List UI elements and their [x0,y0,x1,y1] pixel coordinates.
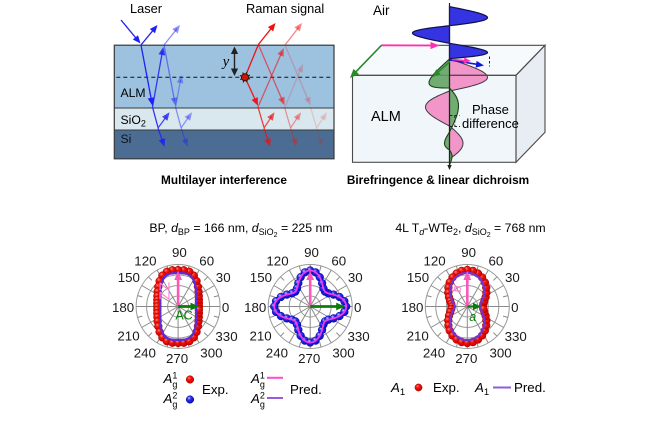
svg-text:0: 0 [354,300,361,315]
svg-text:300: 300 [332,345,354,360]
svg-text:240: 240 [134,345,156,360]
svg-text:150: 150 [250,270,272,285]
svg-text:180: 180 [112,300,134,315]
svg-text:240: 240 [266,345,288,360]
svg-text:120: 120 [424,253,446,268]
svg-text:AC: AC [175,309,192,323]
svg-text:60: 60 [199,254,214,269]
svg-text:Exp.: Exp. [202,382,229,397]
svg-text:240: 240 [423,345,445,360]
svg-text:Laser: Laser [130,1,163,16]
svg-text:30: 30 [216,270,231,285]
svg-text:330: 330 [215,329,237,344]
svg-text:60: 60 [489,254,504,269]
svg-text:Multilayer interference: Multilayer interference [161,173,287,187]
svg-text:180: 180 [244,300,266,315]
svg-text:300: 300 [200,345,222,360]
svg-text:90: 90 [461,245,476,260]
svg-text:330: 330 [505,329,527,344]
svg-text:120: 120 [134,253,156,268]
svg-text:y: y [221,54,230,70]
svg-text:180: 180 [401,300,423,315]
svg-text:30: 30 [505,270,520,285]
svg-text:300: 300 [490,345,512,360]
svg-text:Air: Air [373,3,390,18]
svg-text:Pred.: Pred. [290,382,322,397]
svg-text:30: 30 [348,270,363,285]
svg-text:Pred.: Pred. [514,380,546,395]
svg-text:150: 150 [118,270,140,285]
svg-text:Phase: Phase [472,102,509,117]
svg-text:270: 270 [298,351,320,366]
svg-text:210: 210 [117,329,139,344]
svg-text:Si: Si [121,132,132,146]
svg-text:0: 0 [511,300,518,315]
svg-text:270: 270 [166,351,188,366]
svg-text:150: 150 [407,270,429,285]
svg-text:Raman signal: Raman signal [246,1,324,16]
svg-text:0: 0 [222,300,229,315]
svg-text:difference: difference [462,116,519,131]
svg-text:b: b [450,285,464,292]
svg-text:ZZ: ZZ [157,282,174,300]
svg-text:ALM: ALM [121,86,146,100]
svg-text:210: 210 [250,329,272,344]
svg-text:Birefringence & linear dichroi: Birefringence & linear dichroism [347,173,529,187]
svg-text:90: 90 [304,245,319,260]
svg-text:120: 120 [266,253,288,268]
svg-text:a: a [469,310,476,324]
svg-text:ALM: ALM [371,109,401,125]
svg-text:90: 90 [172,245,187,260]
svg-text:270: 270 [455,351,477,366]
svg-text:330: 330 [348,329,370,344]
svg-text:Exp.: Exp. [433,380,460,395]
svg-text:60: 60 [331,254,346,269]
svg-text:210: 210 [407,329,429,344]
